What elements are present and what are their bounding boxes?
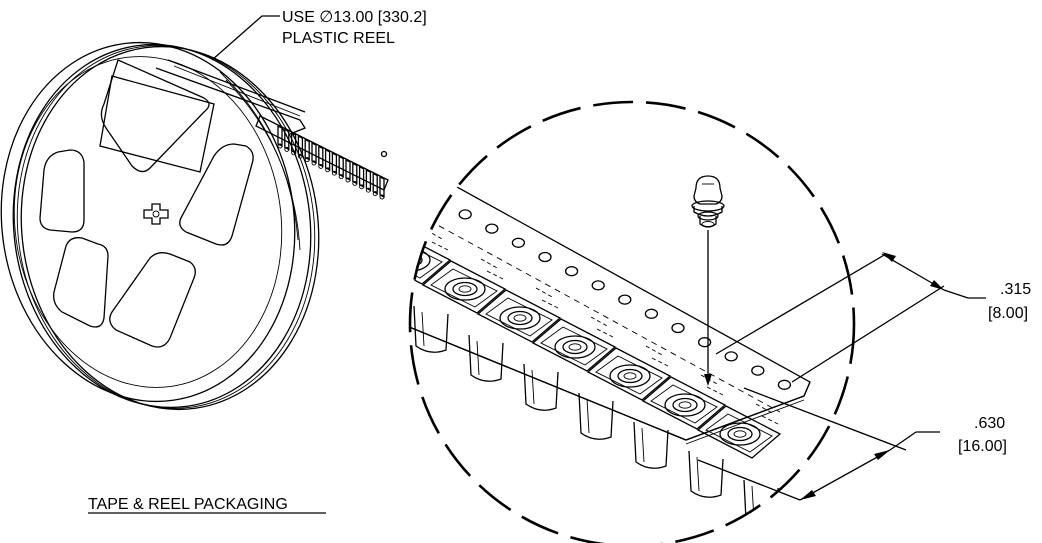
strip-component	[345, 158, 351, 183]
reel-callout-line1: USE ∅13.00 [330.2]	[282, 9, 427, 26]
tape-pocket	[586, 345, 672, 469]
sprocket-hole	[777, 379, 792, 390]
strip-component	[318, 145, 324, 169]
strip-component	[304, 138, 310, 163]
sprocket-hole	[724, 351, 738, 362]
detail-circle	[408, 100, 856, 543]
strip-component	[297, 135, 304, 159]
sprocket-hole	[671, 322, 685, 334]
tape-pocket	[641, 374, 727, 498]
sprocket-hole	[511, 237, 526, 248]
reel-hub	[143, 203, 169, 225]
strip-component	[290, 131, 297, 156]
tape-pocket	[531, 316, 617, 440]
tape-pocket	[421, 258, 507, 382]
sprocket-hole	[751, 365, 765, 376]
strip-component	[365, 169, 372, 193]
caption-title: TAPE & REEL PACKAGING	[88, 496, 288, 513]
strip-component	[352, 162, 358, 186]
strip-component	[358, 165, 365, 190]
pitch-dimension-mm: [16.00]	[958, 438, 1007, 455]
component-part	[691, 175, 725, 228]
reel-callout-line2: PLASTIC REEL	[282, 30, 395, 47]
reel-leader-line	[211, 15, 280, 61]
tape-pocket	[476, 287, 562, 411]
width-dimension-inch: .315	[1000, 281, 1031, 298]
strip-component	[331, 152, 338, 176]
strip-component	[311, 141, 317, 166]
tape-pocket	[410, 229, 452, 353]
strip-component	[372, 172, 378, 197]
strip-component	[379, 175, 385, 200]
width-dimension-mm: [8.00]	[988, 305, 1028, 322]
sprocket-hole	[644, 308, 659, 319]
placement-arrow	[704, 374, 712, 386]
strip-component	[338, 155, 344, 180]
pitch-dimension-inch: .630	[974, 415, 1005, 432]
sprocket-hole	[564, 266, 579, 277]
sprocket-hole	[538, 251, 552, 263]
sprocket-hole	[591, 280, 605, 291]
sprocket-hole	[458, 209, 472, 220]
pitch-dimension	[697, 387, 940, 501]
sprocket-hole	[485, 223, 499, 234]
sprocket-hole	[618, 294, 632, 305]
carrier-tape-detail	[410, 148, 811, 527]
strip-component	[284, 128, 290, 152]
tape-strip-small	[255, 115, 389, 200]
sprocket-hole	[431, 195, 446, 206]
strip-component	[324, 148, 331, 173]
sprocket-hole	[410, 180, 419, 192]
plastic-reel	[0, 41, 320, 411]
sprocket-hole	[697, 337, 712, 348]
strip-component	[277, 124, 283, 149]
width-dimension	[715, 252, 986, 383]
